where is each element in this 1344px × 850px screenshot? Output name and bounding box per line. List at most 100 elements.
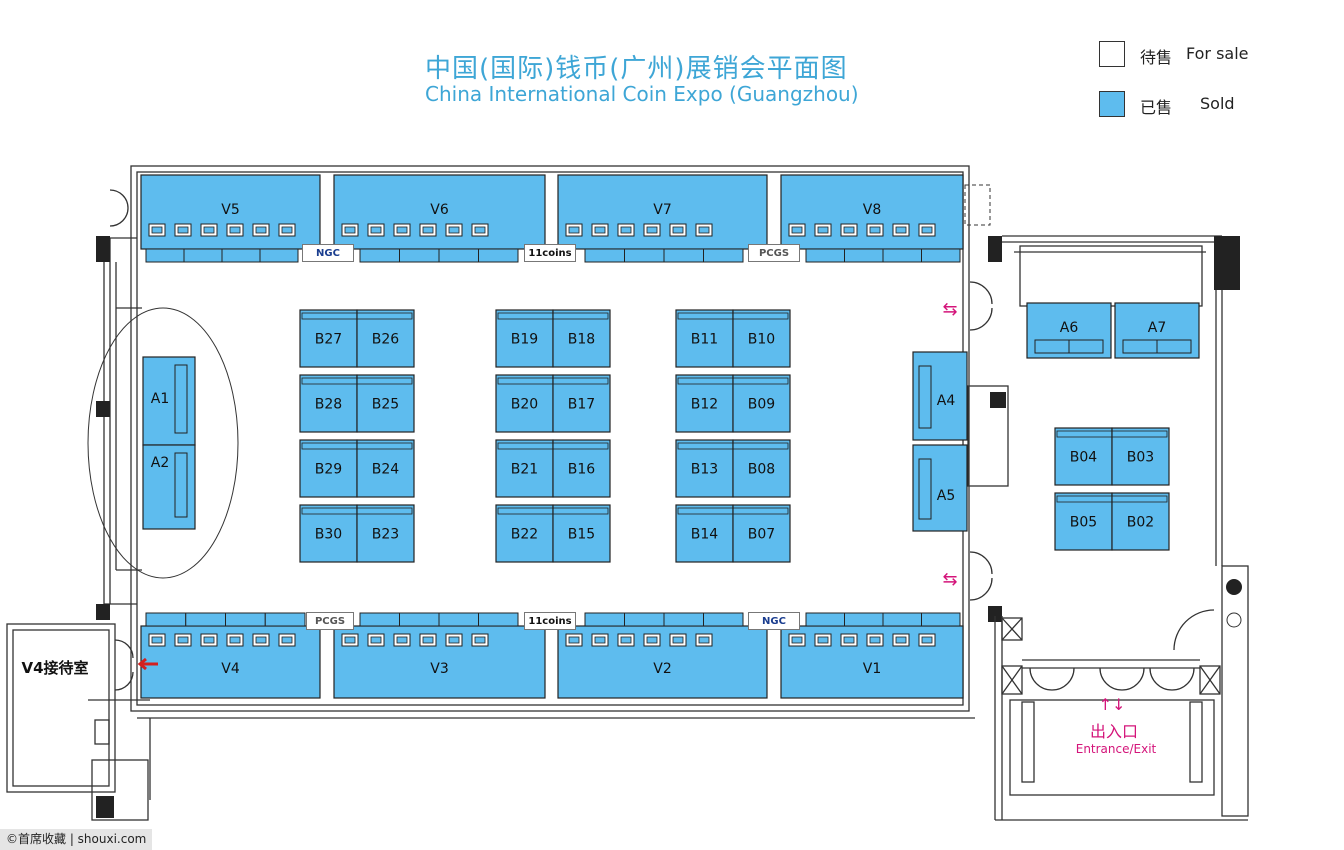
display-counter xyxy=(882,612,922,627)
booth-v1[interactable]: V1 xyxy=(780,625,964,699)
booth-b07[interactable]: B07 xyxy=(732,504,791,563)
booth-counter-outline xyxy=(497,507,609,515)
booth-b12-label: B12 xyxy=(691,397,718,413)
double-arrow-icon-bottom: ⇆ xyxy=(942,569,957,590)
booth-b28-area xyxy=(299,374,358,433)
entrance-arrows: ⇆ ⇆ ↑↓ xyxy=(137,299,1125,714)
display-counter xyxy=(882,248,922,263)
booth-b04[interactable]: B04 xyxy=(1054,427,1113,486)
booth-b08[interactable]: B08 xyxy=(732,439,791,498)
display-counter xyxy=(145,612,187,627)
display-counter xyxy=(183,248,223,263)
red-arrow-icon xyxy=(137,657,158,671)
booth-b15-area xyxy=(552,504,611,563)
booth-b13[interactable]: B13 xyxy=(675,439,734,498)
booth-b05-label: B05 xyxy=(1070,515,1097,531)
display-counter xyxy=(624,612,665,627)
booth-counter-outline xyxy=(1056,430,1168,438)
booth-b23[interactable]: B23 xyxy=(356,504,415,563)
booth-b30[interactable]: B30 xyxy=(299,504,358,563)
legend-swatch-for-sale xyxy=(1099,41,1125,67)
booth-b02-label: B02 xyxy=(1127,515,1154,531)
display-counter xyxy=(185,612,226,627)
booth-b19-label: B19 xyxy=(511,332,538,348)
booth-b27[interactable]: B27 xyxy=(299,309,358,368)
booth-v6[interactable]: V6 xyxy=(333,174,546,250)
booth-b20[interactable]: B20 xyxy=(495,374,554,433)
display-counter xyxy=(221,248,261,263)
seat-cushion xyxy=(698,636,710,644)
booth-b10[interactable]: B10 xyxy=(732,309,791,368)
booth-b26[interactable]: B26 xyxy=(356,309,415,368)
booth-v1-area xyxy=(780,625,964,699)
display-counter xyxy=(584,612,625,627)
seat-cushion xyxy=(370,636,382,644)
booth-b19[interactable]: B19 xyxy=(495,309,554,368)
display-counter xyxy=(478,248,519,263)
seat-cushion xyxy=(620,226,632,234)
booth-v2-label: V2 xyxy=(653,661,671,677)
seat-cushion xyxy=(921,636,933,644)
booth-b30-area xyxy=(299,504,358,563)
booth-b22[interactable]: B22 xyxy=(495,504,554,563)
booth-b17-area xyxy=(552,374,611,433)
seat-cushion xyxy=(646,226,658,234)
seat-cushion xyxy=(281,226,293,234)
display-counter xyxy=(918,365,932,429)
booth-counter-outline xyxy=(301,377,413,385)
booth-counter-outline xyxy=(497,377,609,385)
booth-b18[interactable]: B18 xyxy=(552,309,611,368)
booth-v1-label: V1 xyxy=(863,661,881,677)
booth-v5[interactable]: V5 xyxy=(140,174,321,250)
seat-cushion xyxy=(474,226,486,234)
seat-cushion xyxy=(895,636,907,644)
seat-cushion xyxy=(843,636,855,644)
booth-b25-label: B25 xyxy=(372,397,399,413)
lobby-walls xyxy=(994,235,1249,821)
booth-b17[interactable]: B17 xyxy=(552,374,611,433)
seat-cushion xyxy=(422,226,434,234)
booth-b03[interactable]: B03 xyxy=(1111,427,1170,486)
pcgs-logo-bottom: PCGS xyxy=(306,612,354,630)
booth-b09[interactable]: B09 xyxy=(732,374,791,433)
booth-b11[interactable]: B11 xyxy=(675,309,734,368)
booth-b13-label: B13 xyxy=(691,462,718,478)
booth-b05[interactable]: B05 xyxy=(1054,492,1113,551)
display-counter xyxy=(624,248,665,263)
booth-b21[interactable]: B21 xyxy=(495,439,554,498)
booth-b17-label: B17 xyxy=(568,397,595,413)
coins-logo-bottom: 11coins xyxy=(524,612,576,630)
booth-b09-area xyxy=(732,374,791,433)
booth-b14[interactable]: B14 xyxy=(675,504,734,563)
seat-cushion xyxy=(229,226,241,234)
ngc-logo-bottom: NGC xyxy=(748,612,800,630)
seat-cushion xyxy=(817,226,829,234)
booth-v3[interactable]: V3 xyxy=(333,625,546,699)
booth-b02[interactable]: B02 xyxy=(1111,492,1170,551)
booth-b25-area xyxy=(356,374,415,433)
booth-b18-label: B18 xyxy=(568,332,595,348)
display-counter xyxy=(359,248,400,263)
booth-b16[interactable]: B16 xyxy=(552,439,611,498)
booth-b28[interactable]: B28 xyxy=(299,374,358,433)
display-counter xyxy=(174,452,188,518)
seat-cushion xyxy=(791,636,803,644)
booth-b15[interactable]: B15 xyxy=(552,504,611,563)
booth-b07-area xyxy=(732,504,791,563)
booth-b24[interactable]: B24 xyxy=(356,439,415,498)
booth-v5-label: V5 xyxy=(221,202,239,218)
legend-sold-en: Sold xyxy=(1200,94,1235,113)
booth-b29[interactable]: B29 xyxy=(299,439,358,498)
booth-v4[interactable]: V4 xyxy=(140,625,321,699)
booth-v8[interactable]: V8 xyxy=(780,174,964,250)
booth-v7[interactable]: V7 xyxy=(557,174,768,250)
display-counter xyxy=(805,248,845,263)
legend-for-sale-cn: 待售 xyxy=(1140,48,1173,67)
booth-b12[interactable]: B12 xyxy=(675,374,734,433)
booth-v2[interactable]: V2 xyxy=(557,625,768,699)
seat-cushion xyxy=(344,226,356,234)
booth-b22-area xyxy=(495,504,554,563)
display-counter xyxy=(438,248,479,263)
booth-b25[interactable]: B25 xyxy=(356,374,415,433)
